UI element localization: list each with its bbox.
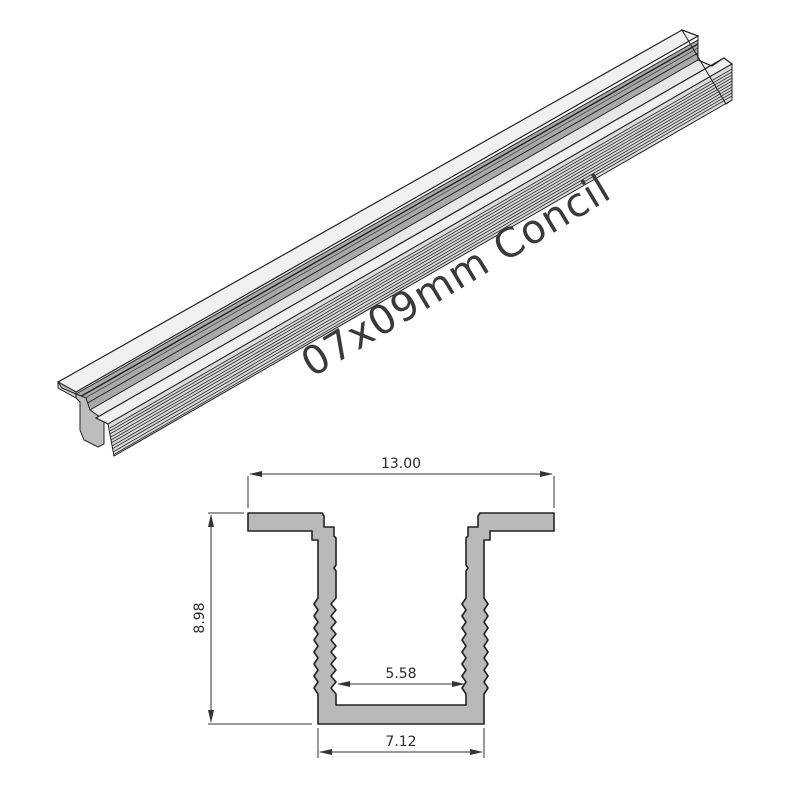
dimension-base-width: 7.12 <box>385 734 416 750</box>
rail-channel-floor <box>89 59 713 421</box>
profile-shape <box>247 512 555 725</box>
dimension-annotations <box>208 471 555 758</box>
rail-3d-view <box>56 29 734 457</box>
dimension-overall-width: 13.00 <box>381 456 421 472</box>
dimension-overall-height: 8.98 <box>192 602 208 633</box>
rail-ribs <box>109 68 733 456</box>
cross-section-profile <box>247 512 555 725</box>
rail-end-face <box>57 381 105 448</box>
dimension-inner-width: 5.58 <box>385 666 416 682</box>
rail-channel-wall <box>75 39 699 411</box>
rail-right-flange-top <box>94 57 734 425</box>
